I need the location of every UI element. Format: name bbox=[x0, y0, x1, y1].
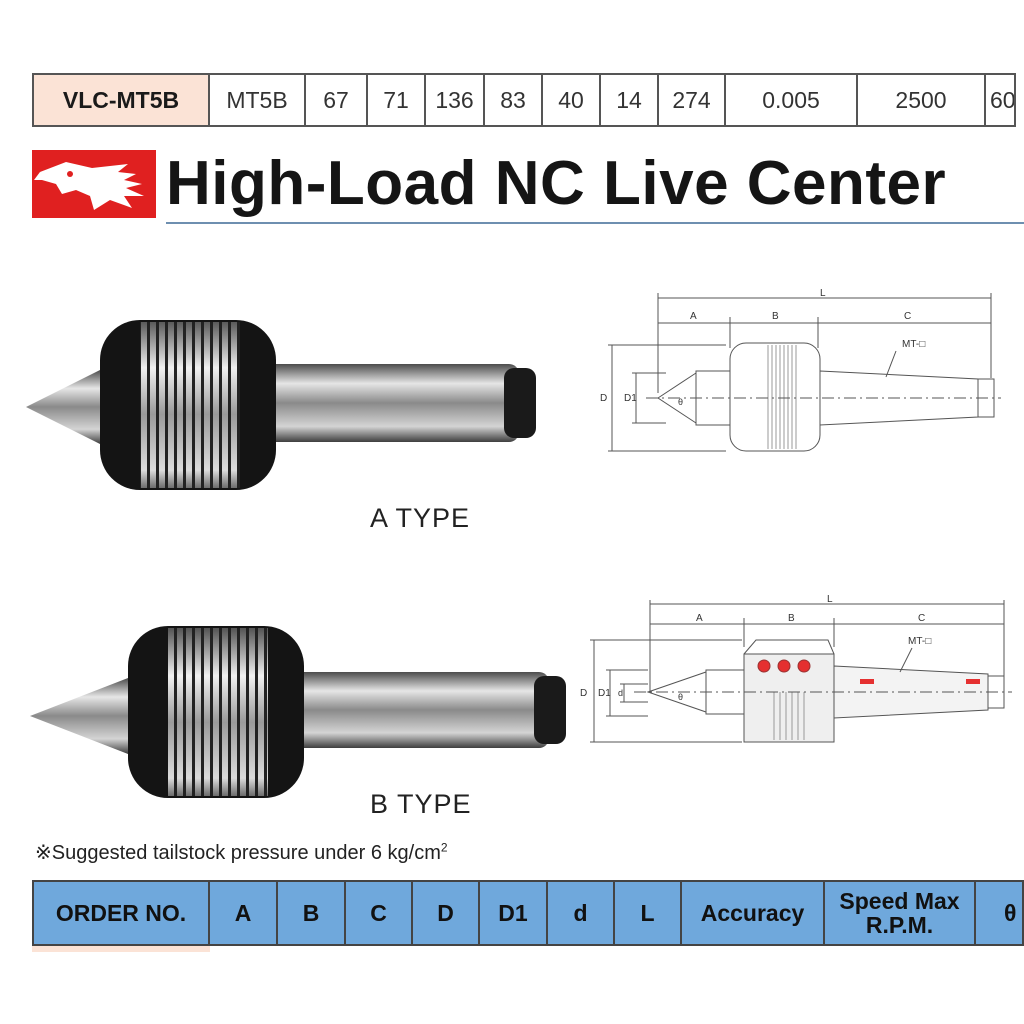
b-type-tip bbox=[30, 678, 128, 754]
a-dim-c: C bbox=[904, 311, 911, 322]
top-cell-order: VLC-MT5B bbox=[32, 73, 210, 127]
b-taper: MT-□ bbox=[908, 636, 931, 647]
top-cell-taper: MT5B bbox=[210, 73, 306, 127]
top-cell-theta: 60 bbox=[986, 73, 1016, 127]
a-type-drawing: L A B C D D1 θ MT-□ bbox=[600, 288, 1001, 452]
a-angle: θ bbox=[678, 397, 683, 407]
a-type-tip bbox=[26, 370, 100, 444]
first-row-strip bbox=[32, 946, 210, 952]
title-underline bbox=[166, 222, 1024, 224]
b-dim-d: D bbox=[580, 688, 587, 699]
b-type-photo bbox=[30, 626, 566, 798]
a-dim-a: A bbox=[690, 311, 697, 322]
b-dim-c: C bbox=[918, 613, 925, 624]
pressure-note-text: ※Suggested tailstock pressure under 6 kg… bbox=[35, 842, 441, 864]
b-dim-small-d: d bbox=[618, 688, 623, 698]
top-cell-a: 67 bbox=[306, 73, 368, 127]
page-title: High-Load NC Live Center bbox=[166, 149, 947, 218]
b-type-drawing: L A B C D D1 d θ MT-□ bbox=[580, 594, 1012, 743]
pressure-note-sup: 2 bbox=[440, 840, 448, 855]
b-dim-b: B bbox=[788, 613, 795, 624]
a-type-label: A TYPE bbox=[370, 503, 471, 533]
top-spec-row: VLC-MT5B MT5B 67 71 136 83 40 14 274 0.0… bbox=[32, 73, 1016, 127]
top-cell-d: 83 bbox=[485, 73, 543, 127]
col-theta: θ bbox=[976, 880, 1024, 946]
b-angle: θ bbox=[678, 692, 683, 702]
b-type-body bbox=[128, 626, 304, 798]
pressure-note: ※Suggested tailstock pressure under 6 kg… bbox=[35, 840, 448, 865]
col-l: L bbox=[615, 880, 682, 946]
a-dim-l: L bbox=[820, 288, 826, 299]
a-type-body bbox=[100, 320, 276, 490]
top-cell-c: 136 bbox=[426, 73, 485, 127]
col-speed: Speed Max R.P.M. bbox=[825, 880, 976, 946]
top-cell-d1: 40 bbox=[543, 73, 601, 127]
col-a: A bbox=[210, 880, 278, 946]
col-order-no: ORDER NO. bbox=[32, 880, 210, 946]
b-type-shank bbox=[284, 672, 566, 748]
spec-table-header: ORDER NO. A B C D D1 d L Accuracy Speed … bbox=[32, 880, 1024, 946]
col-d: D bbox=[413, 880, 480, 946]
a-dim-d: D bbox=[600, 393, 607, 404]
a-dim-b: B bbox=[772, 311, 779, 322]
a-taper: MT-□ bbox=[902, 339, 925, 350]
col-d1: D1 bbox=[480, 880, 548, 946]
a-type-photo bbox=[26, 320, 536, 490]
eagle-logo-icon bbox=[32, 150, 156, 218]
a-dim-d1: D1 bbox=[624, 393, 637, 404]
top-cell-b: 71 bbox=[368, 73, 426, 127]
top-cell-small-d: 14 bbox=[601, 73, 659, 127]
a-type-shank bbox=[254, 364, 536, 442]
col-c: C bbox=[346, 880, 413, 946]
b-dim-d1: D1 bbox=[598, 688, 611, 699]
top-cell-speed: 2500 bbox=[858, 73, 986, 127]
b-dim-a: A bbox=[696, 613, 703, 624]
col-small-d: d bbox=[548, 880, 615, 946]
b-type-label: B TYPE bbox=[370, 789, 472, 819]
top-cell-accuracy: 0.005 bbox=[726, 73, 858, 127]
top-cell-l: 274 bbox=[659, 73, 726, 127]
col-accuracy: Accuracy bbox=[682, 880, 825, 946]
col-b: B bbox=[278, 880, 346, 946]
b-bearing-balls bbox=[757, 659, 811, 673]
b-dim-l: L bbox=[827, 594, 833, 605]
